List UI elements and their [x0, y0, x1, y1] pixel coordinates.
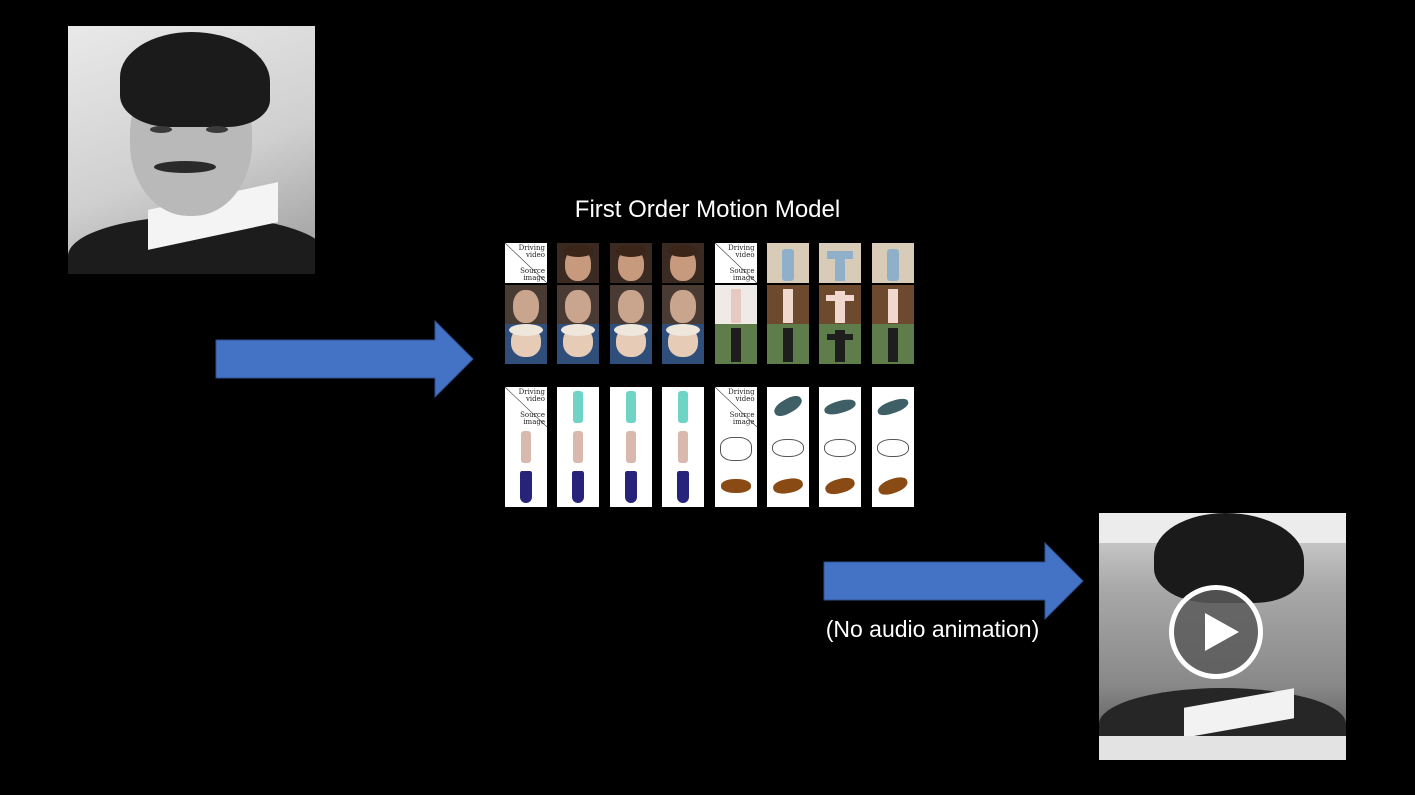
grid-corner-label: Driving video Source image	[714, 387, 757, 427]
fashion-thumbnail	[662, 427, 705, 467]
driving-video-label: Driving video	[728, 244, 755, 259]
face-thumbnail	[662, 285, 705, 325]
face-thumbnail	[609, 285, 652, 325]
taichi-thumbnail	[766, 324, 809, 364]
face-thumbnail	[662, 324, 705, 364]
animal-thumbnail	[871, 427, 914, 467]
taichi-thumbnail	[714, 285, 757, 325]
source-image-label: Source image	[520, 411, 545, 426]
fashion-thumbnail	[557, 467, 600, 507]
source-image-label: Source image	[729, 411, 755, 426]
animal-thumbnail	[766, 387, 809, 427]
animal-thumbnail	[819, 467, 862, 507]
animal-thumbnail	[871, 467, 914, 507]
taichi-thumbnail	[766, 243, 809, 283]
taichi-thumbnail	[871, 324, 914, 364]
results-grid-faces-taichi-row3	[505, 324, 914, 364]
output-video[interactable]	[1099, 513, 1346, 760]
animal-thumbnail	[714, 467, 757, 507]
taichi-thumbnail	[766, 285, 809, 325]
face-thumbnail	[662, 243, 705, 283]
face-thumbnail	[609, 324, 652, 364]
right-arrow-icon	[215, 320, 475, 398]
no-audio-caption: (No audio animation)	[825, 616, 1040, 642]
animal-thumbnail	[871, 387, 914, 427]
animal-thumbnail	[766, 467, 809, 507]
model-title: First Order Motion Model	[574, 196, 841, 223]
face-thumbnail	[557, 285, 600, 325]
results-grid-fashion-animals-row2	[505, 427, 914, 467]
fashion-thumbnail	[557, 387, 600, 427]
results-grid-faces-taichi-row2	[505, 285, 914, 325]
taichi-thumbnail	[871, 285, 914, 325]
results-grid-fashion-animals-row3	[505, 467, 914, 507]
grid-corner-label: Driving video Source image	[505, 387, 547, 427]
face-thumbnail	[557, 324, 600, 364]
source-portrait-image	[68, 26, 315, 274]
grid-corner-label: Driving video Source image	[714, 243, 757, 283]
grid-corner-label: Driving video Source image	[505, 243, 547, 283]
driving-video-label: Driving video	[728, 388, 755, 403]
driving-video-label: Driving video	[518, 244, 545, 259]
results-grid-fashion-animals: Driving video Source image Driving video…	[505, 387, 914, 427]
taichi-thumbnail	[871, 243, 914, 283]
fashion-thumbnail	[662, 467, 705, 507]
taichi-thumbnail	[819, 285, 862, 325]
play-icon[interactable]	[1169, 585, 1263, 679]
fashion-thumbnail	[609, 467, 652, 507]
face-thumbnail	[505, 324, 547, 364]
fashion-thumbnail	[505, 467, 547, 507]
taichi-thumbnail	[819, 324, 862, 364]
animal-thumbnail	[819, 387, 862, 427]
fashion-thumbnail	[609, 427, 652, 467]
animal-thumbnail	[819, 427, 862, 467]
face-thumbnail	[609, 243, 652, 283]
animal-thumbnail	[766, 427, 809, 467]
results-grid-faces-taichi: Driving video Source image Driving video…	[505, 243, 914, 283]
face-thumbnail	[557, 243, 600, 283]
fashion-thumbnail	[609, 387, 652, 427]
fashion-thumbnail	[662, 387, 705, 427]
source-image-label: Source image	[729, 267, 755, 282]
right-arrow-icon	[823, 542, 1085, 620]
taichi-thumbnail	[714, 324, 757, 364]
source-image-label: Source image	[520, 267, 545, 282]
fashion-thumbnail	[557, 427, 600, 467]
driving-video-label: Driving video	[518, 388, 545, 403]
fashion-thumbnail	[505, 427, 547, 467]
animal-thumbnail	[714, 427, 757, 467]
taichi-thumbnail	[819, 243, 862, 283]
face-thumbnail	[505, 285, 547, 325]
